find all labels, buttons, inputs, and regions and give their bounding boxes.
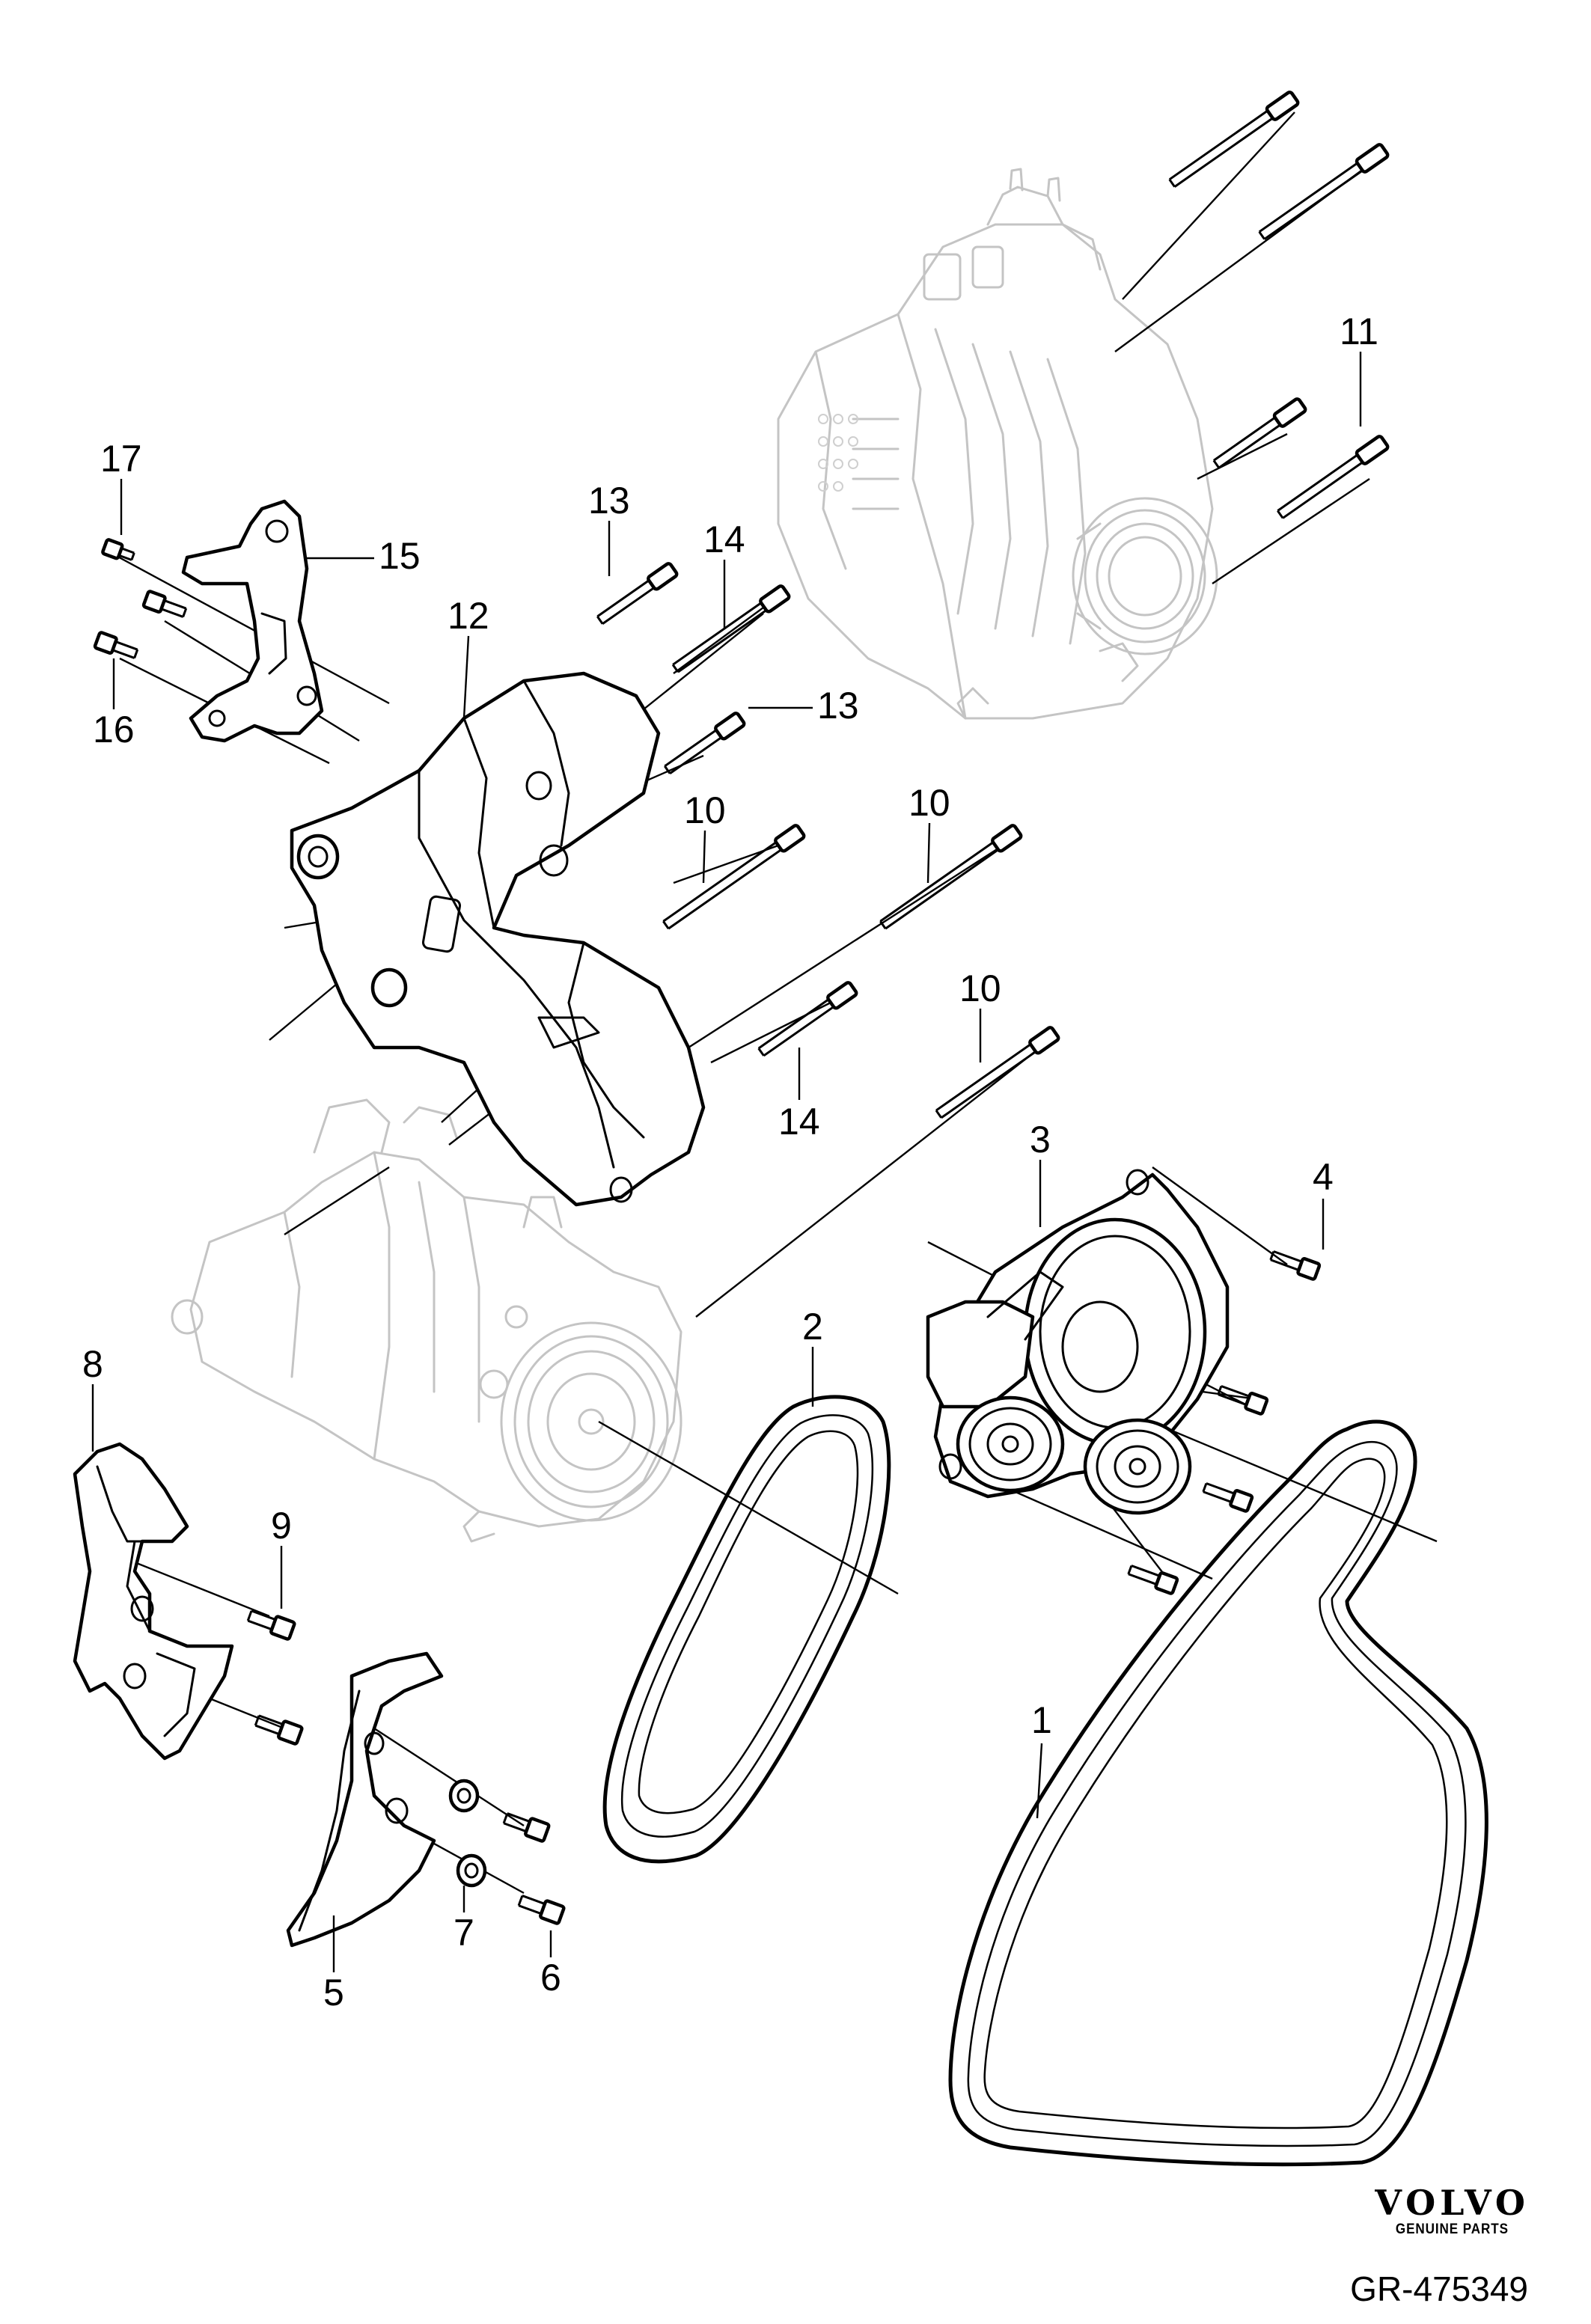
bolt-16-lower — [93, 631, 139, 659]
bracket-12 — [290, 671, 706, 1207]
callout-6: 6 — [540, 1957, 561, 1999]
bracket-bolt-10-lower — [935, 1026, 1060, 1119]
callout-8: 8 — [82, 1343, 103, 1385]
bolt-6-upper — [502, 1812, 551, 1843]
callout-4: 4 — [1313, 1156, 1334, 1198]
brand-logo: VOLVO GENUINE PARTS — [1375, 2185, 1530, 2239]
alternator-bolt-lower-2 — [1277, 435, 1390, 519]
washer-7-lower — [456, 1853, 487, 1888]
callout-11: 11 — [1340, 311, 1378, 352]
bracket-bolt-10-upper-right — [879, 824, 1023, 930]
bolt-6-lower — [517, 1895, 566, 1925]
bracket-bolt-13-upper — [596, 562, 679, 625]
callout-17: 17 — [100, 438, 142, 480]
callout-16: 16 — [93, 709, 135, 750]
bracket-bolt-10-upper-left — [662, 824, 806, 930]
bolt-4 — [1269, 1250, 1322, 1281]
callout-3: 3 — [1030, 1119, 1051, 1161]
washer-7-upper — [448, 1779, 480, 1813]
bracket-15 — [181, 499, 324, 743]
bolt-16-upper — [141, 590, 188, 618]
bolt-17 — [101, 538, 135, 561]
callout-10-upper-right: 10 — [909, 782, 950, 824]
callout-13-upper: 13 — [588, 480, 630, 522]
callout-1: 1 — [1031, 1699, 1052, 1741]
callout-13-lower: 13 — [817, 685, 859, 727]
callout-14-upper: 14 — [703, 519, 745, 560]
bolt-9-upper — [246, 1609, 296, 1641]
leader-lines — [112, 111, 1438, 1895]
alternator-bolt-upper-2 — [1258, 143, 1390, 240]
bracket-bolt-13-lower — [664, 712, 746, 774]
bracket-bolt-14-lower — [757, 981, 858, 1057]
drive-belt-2 — [602, 1395, 891, 1864]
diagram-reference-number: GR-475349 — [1350, 2269, 1528, 2308]
callout-labels: 1 2 3 4 5 6 7 8 9 10 10 10 11 12 13 13 1… — [82, 311, 1378, 2013]
cover-8 — [73, 1442, 234, 1761]
drive-belt-1 — [948, 1419, 1488, 2167]
callout-10-upper-left: 10 — [684, 789, 726, 831]
ac-compressor-ghost — [171, 1098, 682, 1543]
callout-12: 12 — [448, 595, 489, 637]
callout-15: 15 — [379, 535, 421, 577]
alternator-ghost — [777, 168, 1218, 720]
brand-subtitle: GENUINE PARTS — [1396, 2221, 1509, 2237]
bracket-bolt-14-upper — [671, 584, 791, 673]
tensioner-bolt-a — [1217, 1385, 1269, 1416]
callout-5: 5 — [323, 1972, 344, 2013]
tensioner-bolt-b — [1202, 1482, 1254, 1513]
alternator-bolt-lower-1 — [1212, 397, 1307, 469]
cover-5 — [286, 1651, 444, 1948]
callout-9: 9 — [271, 1505, 292, 1547]
tensioner-bolt-c — [1127, 1565, 1179, 1595]
callout-2: 2 — [802, 1306, 823, 1348]
tensioner-3 — [926, 1169, 1230, 1515]
callout-14-lower: 14 — [778, 1101, 820, 1143]
brand-name: VOLVO — [1375, 2183, 1530, 2223]
callout-7: 7 — [454, 1912, 474, 1954]
callout-10-lower: 10 — [959, 967, 1001, 1009]
bolt-9-lower — [254, 1714, 304, 1746]
alternator-bolt-upper-1 — [1168, 91, 1300, 188]
